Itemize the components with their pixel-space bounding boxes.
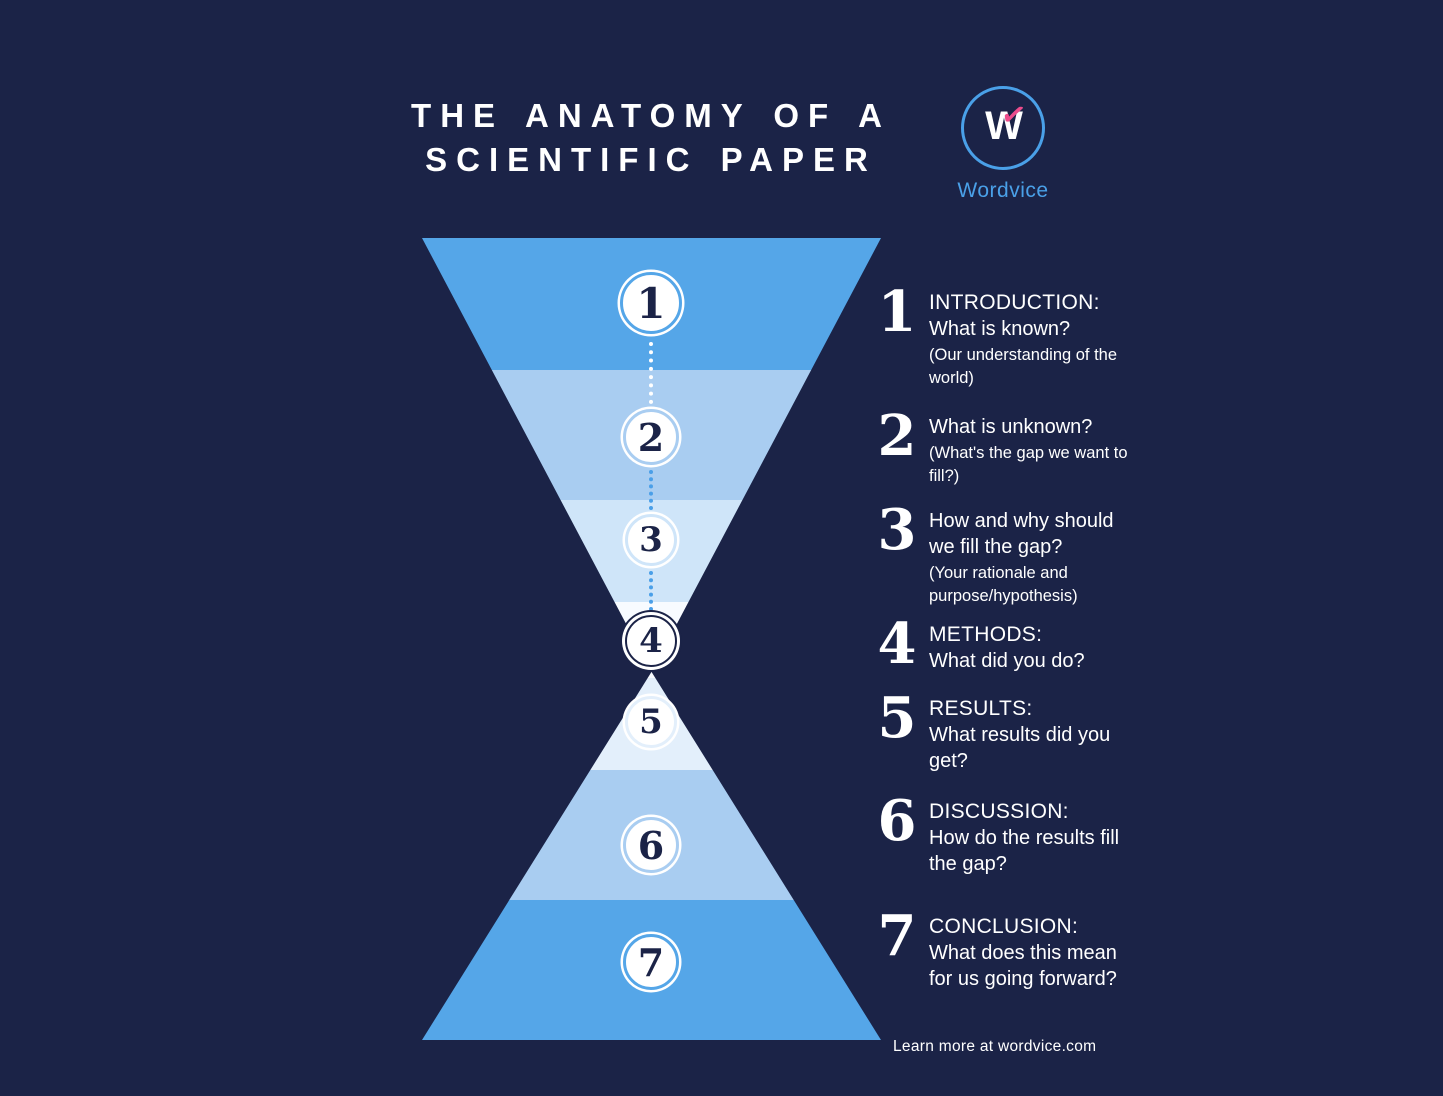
legend-number-2: 2 [877,403,917,469]
legend-heading-4: METHODS: [929,623,1043,646]
legend-number-4: 4 [877,611,917,677]
legend-number-5: 5 [877,685,917,751]
legend-number-6: 6 [877,788,917,854]
step-number-1: 1 [636,278,666,328]
legend-heading-5: RESULTS: [929,697,1033,720]
legend-body-4: What did you do? [929,650,1085,673]
legend-text-3: How and why should we fill the gap? (You… [929,504,1141,608]
legend-note-3: (Your rationale and purpose/hypothesis) [929,564,1078,606]
legend-body-1: What is known? [929,318,1071,341]
step-number-3: 3 [639,520,663,560]
step-number-7: 7 [637,939,665,985]
step-circle-7: 7 [623,934,679,990]
legend-item-conclusion: 7 CONCLUSION: What does this mean for us… [876,903,1141,992]
legend-text-5: RESULTS: What results did you get? [929,692,1141,774]
logo-circle: W ✓ [961,86,1045,170]
legend-body-5: What results did you get? [929,724,1111,773]
step-circle-2: 2 [623,409,679,465]
legend-text-6: DISCUSSION: How do the results fill the … [929,795,1141,877]
legend-number-7: 7 [877,903,917,969]
legend-body-2: What is unknown? [929,416,1093,438]
dotted-connector-2-3 [649,470,653,510]
page-title: THE ANATOMY OF A SCIENTIFIC PAPER [366,94,936,182]
legend-number-3: 3 [877,497,917,563]
page-title-line2: SCIENTIFIC PAPER [425,141,877,178]
legend-heading-6: DISCUSSION: [929,800,1069,823]
legend-item-methods: 4 METHODS: What did you do? [876,611,1141,677]
step-number-6: 6 [637,822,665,868]
legend-text-1: INTRODUCTION: What is known? (Our unders… [929,286,1141,390]
step-circle-3: 3 [625,514,677,566]
brand-name: Wordvice [957,179,1049,202]
legend-item-rationale: 3 How and why should we fill the gap? (Y… [876,497,1141,608]
step-number-4: 4 [639,621,663,661]
step-circle-5: 5 [625,696,677,748]
legend-note-2: (What's the gap we want to fill?) [929,444,1128,486]
legend-body-7: What does this mean for us going forward… [929,942,1117,991]
footer-text: Learn more at wordvice.com [893,1038,1097,1055]
legend-body-6: How do the results fill the gap? [929,827,1120,876]
step-circle-1: 1 [620,272,682,334]
legend-item-unknown: 2 What is unknown? (What's the gap we wa… [876,403,1141,488]
legend-text-2: What is unknown? (What's the gap we want… [929,410,1141,488]
step-number-2: 2 [637,414,665,460]
dotted-connector-1-2 [649,342,653,404]
legend-item-introduction: 1 INTRODUCTION: What is known? (Our unde… [876,279,1141,390]
step-number-5: 5 [639,702,663,742]
step-circle-6: 6 [623,817,679,873]
legend-text-7: CONCLUSION: What does this mean for us g… [929,910,1141,992]
step-circle-4: 4 [625,615,677,667]
wordvice-logo: W ✓ Wordvice [941,86,1065,203]
legend-heading-7: CONCLUSION: [929,915,1079,938]
page-title-line1: THE ANATOMY OF A [411,97,891,134]
legend-item-discussion: 6 DISCUSSION: How do the results fill th… [876,788,1141,877]
legend-body-3: How and why should we fill the gap? [929,510,1114,558]
legend-note-1: (Our understanding of the world) [929,346,1118,388]
legend-text-4: METHODS: What did you do? [929,618,1141,674]
legend-item-results: 5 RESULTS: What results did you get? [876,685,1141,774]
legend-number-1: 1 [877,279,917,345]
legend-heading-1: INTRODUCTION: [929,291,1100,314]
logo-monogram: W [985,104,1023,148]
dotted-connector-3-4 [649,571,653,611]
